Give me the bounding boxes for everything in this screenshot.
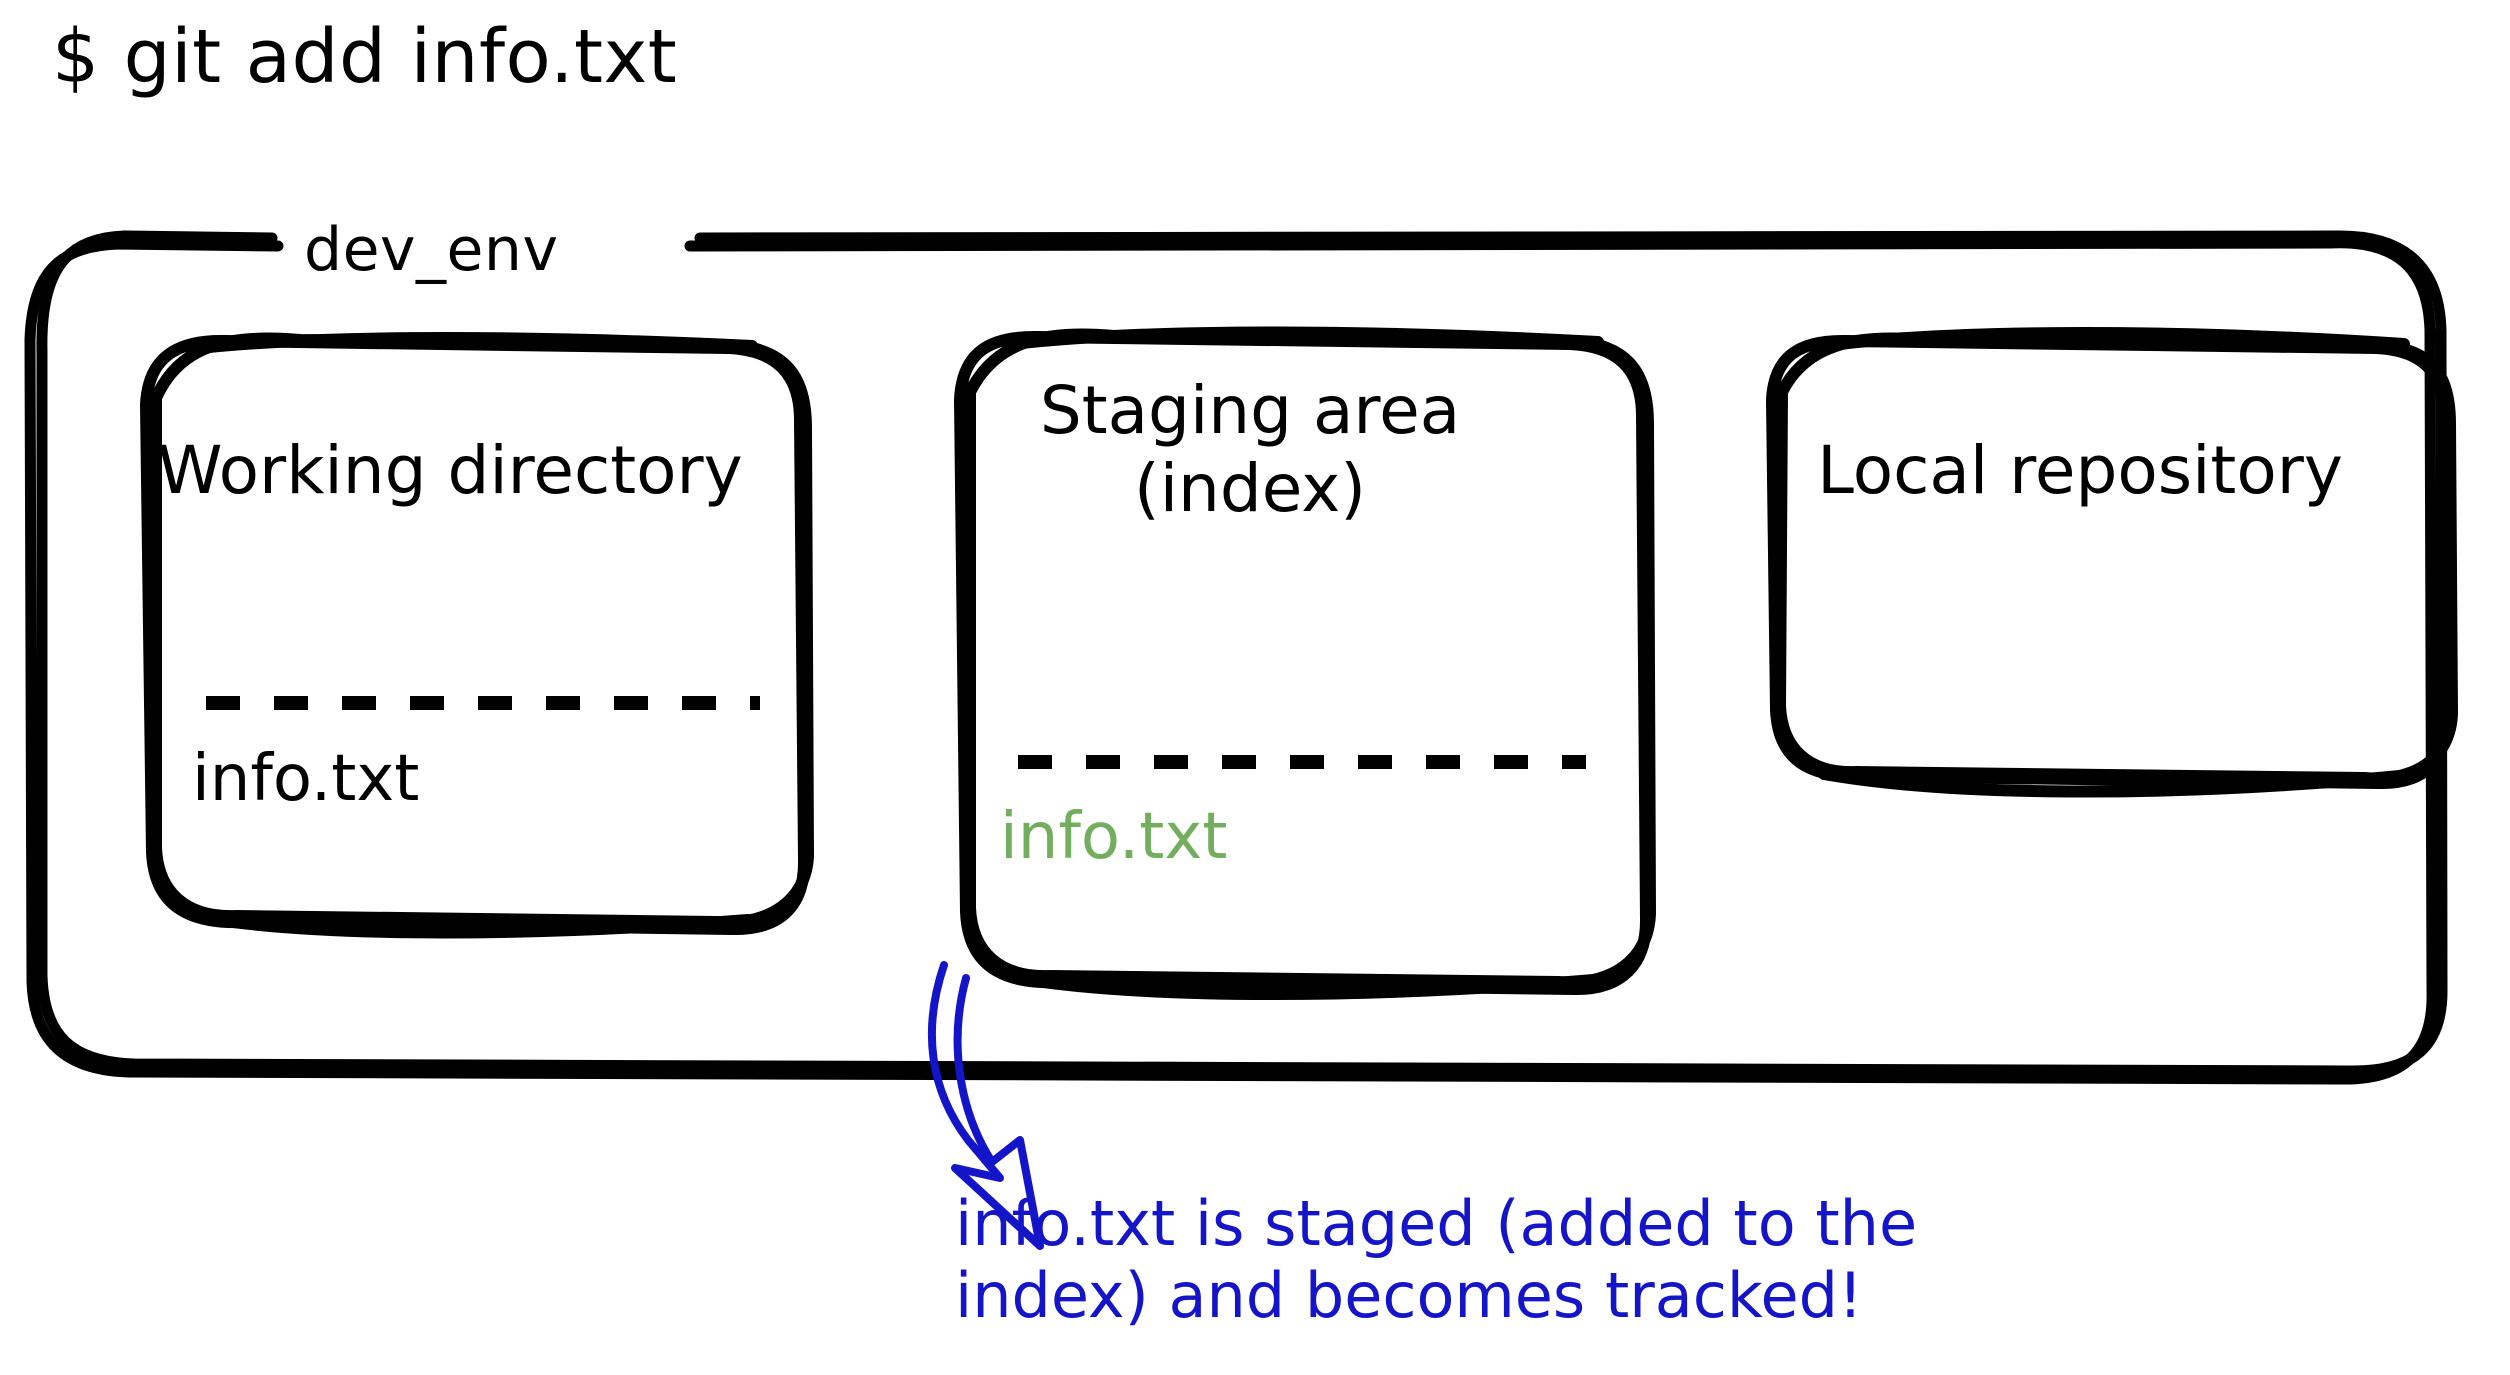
working-directory-box xyxy=(140,332,814,939)
local-repository-title: Local repository xyxy=(1817,432,2343,509)
dev-env-container xyxy=(24,230,2448,1085)
working-directory-title: Working directory xyxy=(157,432,743,509)
annotation-line-1: info.txt is staged (added to the xyxy=(955,1187,1918,1260)
local-repository-box xyxy=(1766,327,2458,798)
staging-area-box xyxy=(954,326,1656,1000)
annotation-text-block: info.txt is staged (added to the index) … xyxy=(955,1188,1917,1332)
staged-annotation-arrow xyxy=(927,961,1044,1250)
terminal-command-line: $ git add info.txt xyxy=(52,14,678,100)
staging-area-title: Staging area (index) xyxy=(1039,372,1461,527)
annotation-line-2: index) and becomes tracked! xyxy=(955,1258,1863,1332)
dev-env-label: dev_env xyxy=(290,218,573,283)
working-directory-file-info-txt: info.txt xyxy=(192,742,420,816)
staging-area-file-info-txt: info.txt xyxy=(1000,800,1228,874)
